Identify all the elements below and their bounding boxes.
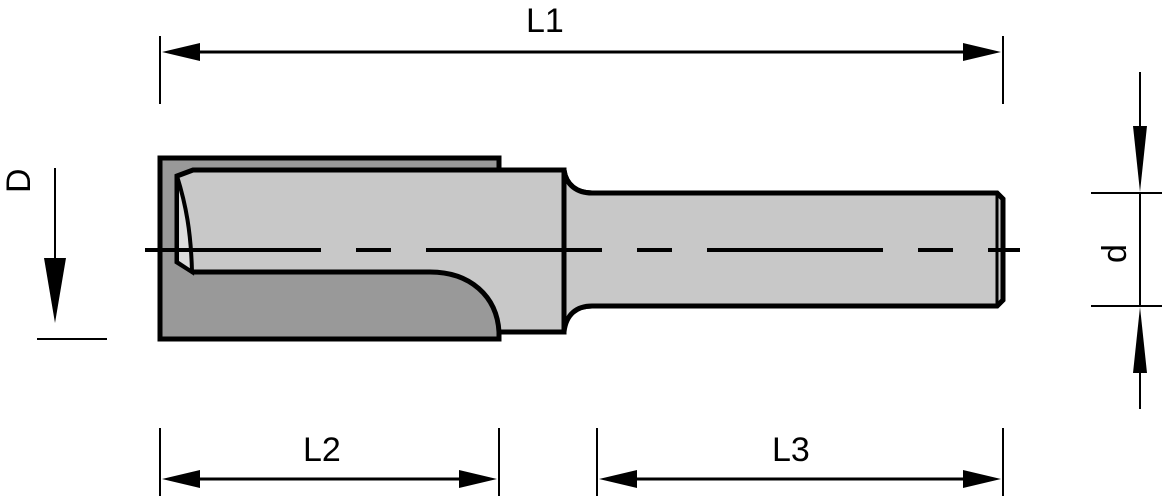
arrow-up-icon (1133, 307, 1147, 373)
arrow-down-icon (1133, 126, 1147, 192)
arrow-right-icon (963, 470, 1001, 488)
arrow-right-icon (963, 43, 1001, 61)
arrow-left-icon (162, 470, 200, 488)
arrow-down-icon (44, 258, 66, 323)
arrow-left-icon (599, 470, 637, 488)
dimension-shank-diameter: d (1091, 72, 1162, 409)
dimension-cutting-diameter: D (0, 168, 107, 340)
arrow-left-icon (162, 43, 200, 61)
label-l3: L3 (772, 431, 810, 469)
dimension-l2: L2 (159, 428, 500, 496)
label-d-upper: D (0, 168, 38, 193)
label-l1: L1 (526, 2, 564, 40)
label-l2: L2 (303, 431, 341, 469)
dimension-l3: L3 (596, 428, 1004, 496)
dimension-l1: L1 (159, 2, 1004, 104)
arrow-right-icon (459, 470, 497, 488)
label-d-lower: d (1096, 244, 1134, 263)
